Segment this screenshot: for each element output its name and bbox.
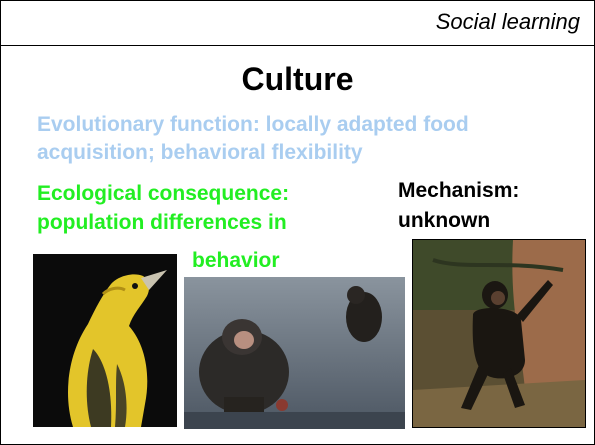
evolutionary-function-text: Evolutionary function: locally adapted f… bbox=[37, 113, 469, 164]
ecological-consequence-tail: behavior bbox=[192, 249, 280, 272]
canary-photo bbox=[33, 254, 177, 427]
header-divider bbox=[1, 45, 594, 46]
chimpanzee-photo bbox=[412, 239, 586, 428]
mechanism-text: Mechanism: unknown bbox=[398, 179, 520, 232]
slide-title: Culture bbox=[241, 61, 354, 97]
macaque-photo bbox=[184, 277, 405, 429]
ecological-consequence-text: Ecological consequence: population diffe… bbox=[37, 182, 290, 234]
section-label: Social learning bbox=[435, 9, 580, 34]
